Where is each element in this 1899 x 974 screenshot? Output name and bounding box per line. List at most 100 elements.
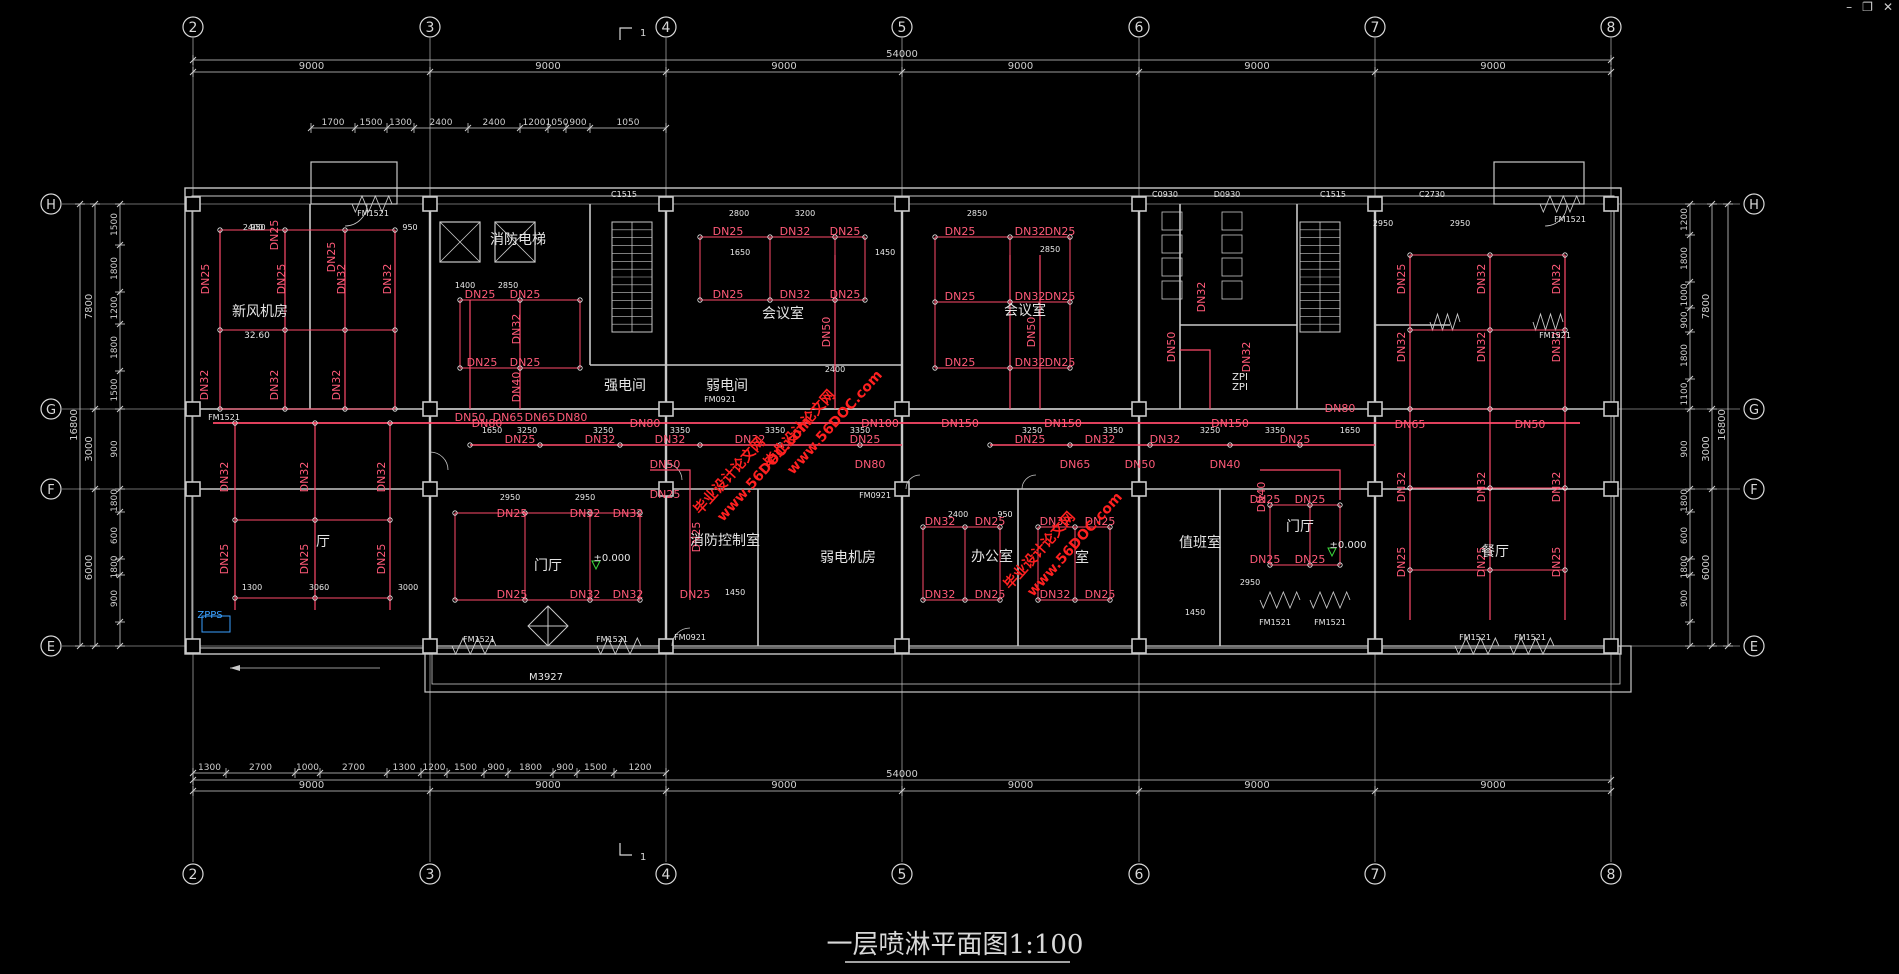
restore-button[interactable]: ❐	[1862, 0, 1873, 14]
axis-label: 2	[189, 20, 198, 36]
top-bays-label: 9000	[1008, 61, 1033, 72]
tick	[91, 200, 99, 208]
column	[422, 196, 438, 212]
bottom-detail-label: 1300	[393, 763, 416, 773]
minimize-button[interactable]: –	[1846, 0, 1853, 14]
pipe-size-label: DN25	[1250, 493, 1281, 506]
pipe-size-label: DN50	[1515, 418, 1546, 431]
opening-label: FM0921	[704, 395, 736, 404]
pipe-size-label: DN25	[650, 488, 681, 501]
toilet	[1161, 280, 1183, 300]
sprinkler-head	[767, 234, 773, 240]
pipe-size-label: DN25	[975, 515, 1006, 528]
spacing-dim: 3200	[795, 209, 815, 218]
right-total-label: 16800	[1717, 409, 1728, 441]
room-name: 门厅	[1286, 519, 1314, 535]
tick	[116, 288, 124, 296]
tick	[426, 68, 434, 76]
pipe-size-label: DN25	[945, 356, 976, 369]
tick	[1135, 68, 1143, 76]
sprinkler-head	[312, 420, 318, 426]
left-seg-label: 7800	[84, 294, 95, 319]
elevation-label: ±0.000	[593, 553, 630, 564]
stair-tower-right	[1493, 161, 1585, 205]
elevation-label: ±0.000	[1329, 540, 1366, 551]
column	[894, 196, 910, 212]
sprinkler-head	[1035, 524, 1041, 530]
pipe-size-label: DN32	[780, 288, 811, 301]
sprinkler-head	[517, 297, 523, 303]
bottom-detail-label: 1800	[519, 763, 542, 773]
pipe	[650, 469, 691, 600]
tick	[1686, 642, 1694, 650]
sprinkler-head	[577, 297, 583, 303]
tick	[898, 68, 906, 76]
pipe-size-label: DN32	[1475, 264, 1488, 295]
spacing-dim: 2950	[500, 493, 520, 502]
axis-bubble	[40, 478, 62, 500]
elevation-marker	[591, 560, 601, 571]
sprinkler-head	[282, 406, 288, 412]
watermarks: 毕业设计论文网www.56DOC.com毕业设计论文网www.56DOC.com…	[690, 367, 1126, 600]
right-detail-label: 900	[1680, 311, 1690, 328]
pipe-size-label: DN25	[505, 433, 536, 446]
bottom-detail-label: 2700	[342, 763, 365, 773]
column	[1603, 401, 1619, 417]
sprinkler-head	[232, 517, 238, 523]
cabinet-box	[201, 615, 231, 633]
opening-label: ZPI	[1232, 372, 1248, 383]
column	[185, 638, 201, 654]
tick	[76, 642, 84, 650]
tick	[91, 405, 99, 413]
left-detail-label: 1800	[110, 555, 120, 578]
axis-label: F	[1750, 483, 1757, 498]
walls	[184, 161, 1632, 693]
right-seg-label: 6000	[1701, 555, 1712, 580]
tick	[1686, 375, 1694, 383]
axis-bubble	[1743, 398, 1765, 420]
spacing-dim: 1400	[455, 281, 475, 290]
close-button[interactable]: ✕	[1882, 0, 1893, 14]
sprinkler-head	[637, 597, 643, 603]
pipe-size-label: DN25	[1045, 225, 1076, 238]
sprinkler-head	[920, 524, 926, 530]
spacing-dim: 3250	[517, 426, 537, 435]
tick	[91, 642, 99, 650]
sprinkler-head	[282, 227, 288, 233]
pipe-size-label: DN25	[680, 588, 711, 601]
sprinkler-head	[1147, 442, 1153, 448]
sprinkler-head	[1227, 442, 1233, 448]
column	[1367, 481, 1383, 497]
left-detail-label: 1200	[110, 296, 120, 319]
pipe-size-label: DN32	[510, 314, 523, 345]
fire-door	[1259, 590, 1301, 610]
sprinkler-head	[217, 227, 223, 233]
pipe-size-label: DN150	[1211, 417, 1249, 430]
elevator	[439, 221, 481, 263]
pipe-size-label: DN32	[330, 370, 343, 401]
pipe-size-label: DN25	[1280, 433, 1311, 446]
tick	[116, 367, 124, 375]
room-name: 消防电梯	[490, 232, 546, 248]
pipe-size-label: DN80	[557, 411, 588, 424]
pipe-size-label: DN65	[525, 411, 556, 424]
opening-label: C0930	[1152, 190, 1178, 199]
room-name: 厅	[316, 534, 330, 550]
pipe-size-label: DN32	[198, 370, 211, 401]
tick	[426, 787, 434, 795]
room-name: 门厅	[534, 558, 562, 574]
left-seg-label: 3000	[84, 436, 95, 461]
pipe-size-label: DN32	[1395, 332, 1408, 363]
sprinkler-head	[1067, 234, 1073, 240]
pipe-size-label: DN40	[510, 372, 523, 403]
section-mark	[619, 843, 632, 856]
axis-bubble	[1743, 478, 1765, 500]
spacing-dim: 2400	[948, 510, 968, 519]
opening-label: FM1521	[357, 209, 389, 218]
column	[185, 196, 201, 212]
right-detail-label: 900	[1680, 440, 1690, 457]
toilet	[1221, 211, 1243, 231]
spacing-dim: 2800	[729, 209, 749, 218]
axis-bubble	[891, 16, 913, 38]
sprinkler-head	[232, 420, 238, 426]
